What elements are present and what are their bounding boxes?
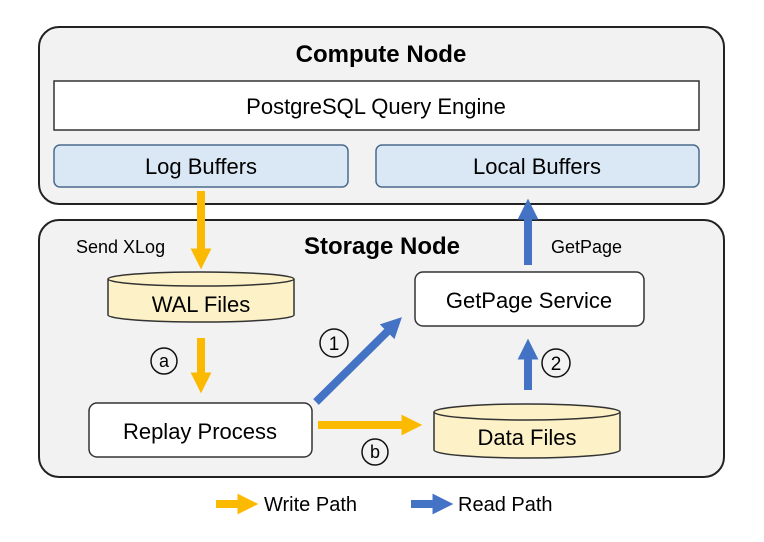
storage-node: Storage Node WAL Files Data Files Replay… xyxy=(38,219,725,478)
replay-process-label: Replay Process xyxy=(123,419,277,444)
log-buffers-label: Log Buffers xyxy=(145,154,257,179)
local-buffers-box: Local Buffers xyxy=(375,144,700,188)
log-buffers-box: Log Buffers xyxy=(53,144,349,188)
compute-node-title: Compute Node xyxy=(296,41,467,68)
step-a-label: a xyxy=(159,351,170,371)
read-arrow-1 xyxy=(313,317,402,405)
step-2-marker: 2 xyxy=(541,348,571,378)
wal-files-cylinder: WAL Files xyxy=(107,271,295,323)
getpage-label: GetPage xyxy=(551,237,622,257)
step-b-marker: b xyxy=(361,438,389,466)
step-1-label: 1 xyxy=(329,334,340,355)
wal-files-label: WAL Files xyxy=(152,292,251,317)
compute-node: Compute Node PostgreSQL Query Engine Log… xyxy=(38,26,725,205)
step-a-marker: a xyxy=(150,347,178,375)
legend: Write Path Read Path xyxy=(216,493,553,516)
query-engine-label: PostgreSQL Query Engine xyxy=(246,94,506,119)
getpage-service-label: GetPage Service xyxy=(446,288,612,313)
replay-process-box: Replay Process xyxy=(88,402,313,458)
local-buffers-label: Local Buffers xyxy=(473,154,601,179)
getpage-service-box: GetPage Service xyxy=(414,271,645,327)
step-b-label: b xyxy=(370,442,380,462)
data-files-cylinder: Data Files xyxy=(433,403,621,459)
query-engine-box: PostgreSQL Query Engine xyxy=(53,80,700,131)
storage-node-title: Storage Node xyxy=(304,233,460,260)
step-2-label: 2 xyxy=(551,354,562,375)
read-path-legend-label: Read Path xyxy=(458,494,553,516)
write-path-legend-label: Write Path xyxy=(264,494,357,516)
send-xlog-label: Send XLog xyxy=(76,237,165,257)
data-files-label: Data Files xyxy=(477,425,576,450)
step-1-marker: 1 xyxy=(319,328,349,358)
